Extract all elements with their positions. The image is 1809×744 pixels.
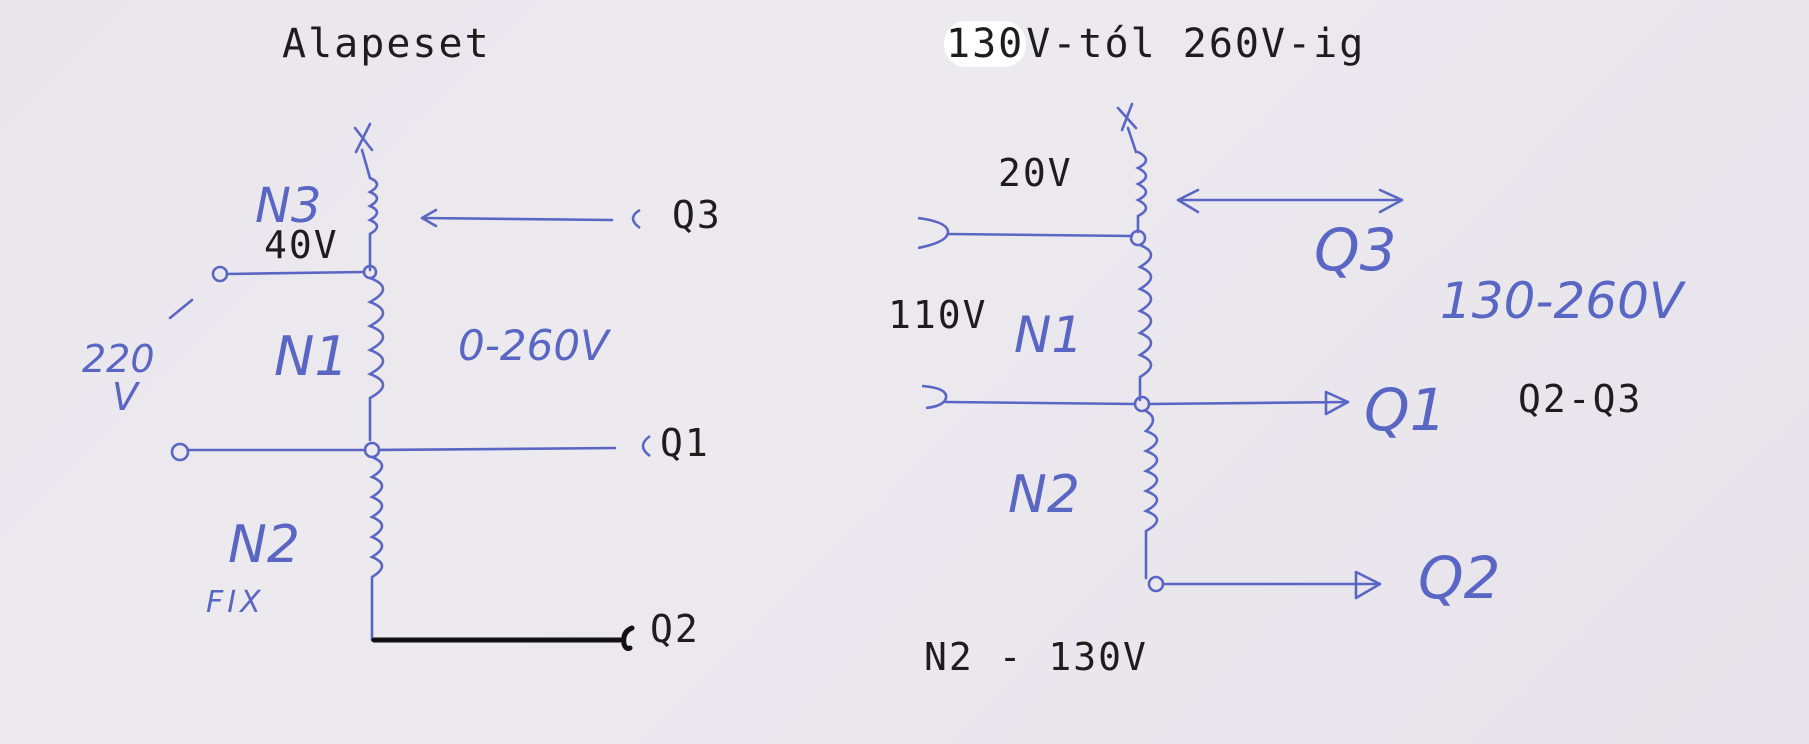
left-n1-coil <box>366 276 385 442</box>
left-q2-terminal <box>621 625 635 651</box>
left-q3-terminal <box>631 208 641 230</box>
right-top-coil <box>1135 150 1148 234</box>
left-input-top-terminal <box>211 265 229 283</box>
right-n2-voltage: N2 - 130V <box>924 635 1148 679</box>
left-mid-node <box>363 441 381 459</box>
right-top-lead <box>1126 126 1138 154</box>
left-q1-label: Q1 <box>660 421 710 465</box>
right-input-top-terminal <box>917 216 950 250</box>
left-input-bottom-terminal <box>170 442 190 462</box>
right-title-rest: V-tól 260V-ig <box>1026 21 1366 67</box>
right-q3-label: Q3 <box>1314 216 1397 284</box>
right-tap-node <box>1129 229 1147 247</box>
left-n2-coil <box>369 455 384 642</box>
right-title: 130V-tól 260V-ig <box>944 21 1366 67</box>
right-mid-voltage: 110V <box>888 293 988 337</box>
right-q2-q3-label: Q2-Q3 <box>1518 377 1643 421</box>
left-diagram: N3 N1 N2 FIX 220 V 0-260V <box>82 122 651 651</box>
right-q1-arrow <box>1147 390 1350 416</box>
right-title-highlight: 130 <box>944 21 1027 67</box>
right-top-voltage: 20V <box>998 151 1073 195</box>
right-q2-arrow <box>1161 570 1382 600</box>
left-n3-coil <box>367 176 379 272</box>
left-n2-label: N2 <box>228 515 300 575</box>
right-input-bottom-terminal <box>921 384 948 410</box>
left-q3-arrow <box>420 208 614 228</box>
right-q3-double-arrow <box>1176 188 1404 214</box>
right-diagram: Q3 Q1 Q2 N1 N2 130-260V <box>917 102 1687 612</box>
left-n1-label: N1 <box>274 325 349 388</box>
right-input-bottom-wire <box>944 400 1137 406</box>
right-bottom-node <box>1147 575 1165 593</box>
right-range-label: 130-260V <box>1440 272 1687 330</box>
left-top-lead <box>360 148 372 180</box>
left-supply-unit: V <box>112 375 141 419</box>
left-q1-wire <box>377 446 617 452</box>
left-range-label: 0-260V <box>458 321 612 370</box>
right-mid-node <box>1133 395 1151 413</box>
right-q1-label: Q1 <box>1364 376 1447 444</box>
left-q3-label: Q3 <box>672 193 722 237</box>
right-n1-coil <box>1137 243 1153 402</box>
left-title: Alapeset <box>282 21 491 67</box>
right-input-top-wire <box>946 232 1134 238</box>
left-fix-label: FIX <box>206 585 265 620</box>
left-supply-value: 220 <box>82 337 155 381</box>
left-q2-label: Q2 <box>650 607 700 651</box>
right-n2-label: N2 <box>1008 465 1080 525</box>
left-top-x-mark <box>353 122 374 154</box>
left-n3-label: N3 <box>255 178 321 234</box>
left-input-top-wire <box>225 270 366 276</box>
right-q2-label: Q2 <box>1418 544 1501 612</box>
right-top-x-mark <box>1116 102 1138 132</box>
right-n1-label: N1 <box>1014 306 1083 364</box>
left-supply-tick <box>168 298 194 320</box>
left-q1-terminal <box>641 434 651 458</box>
right-n2-coil <box>1142 409 1159 580</box>
left-n3-voltage: 40V <box>264 223 339 267</box>
